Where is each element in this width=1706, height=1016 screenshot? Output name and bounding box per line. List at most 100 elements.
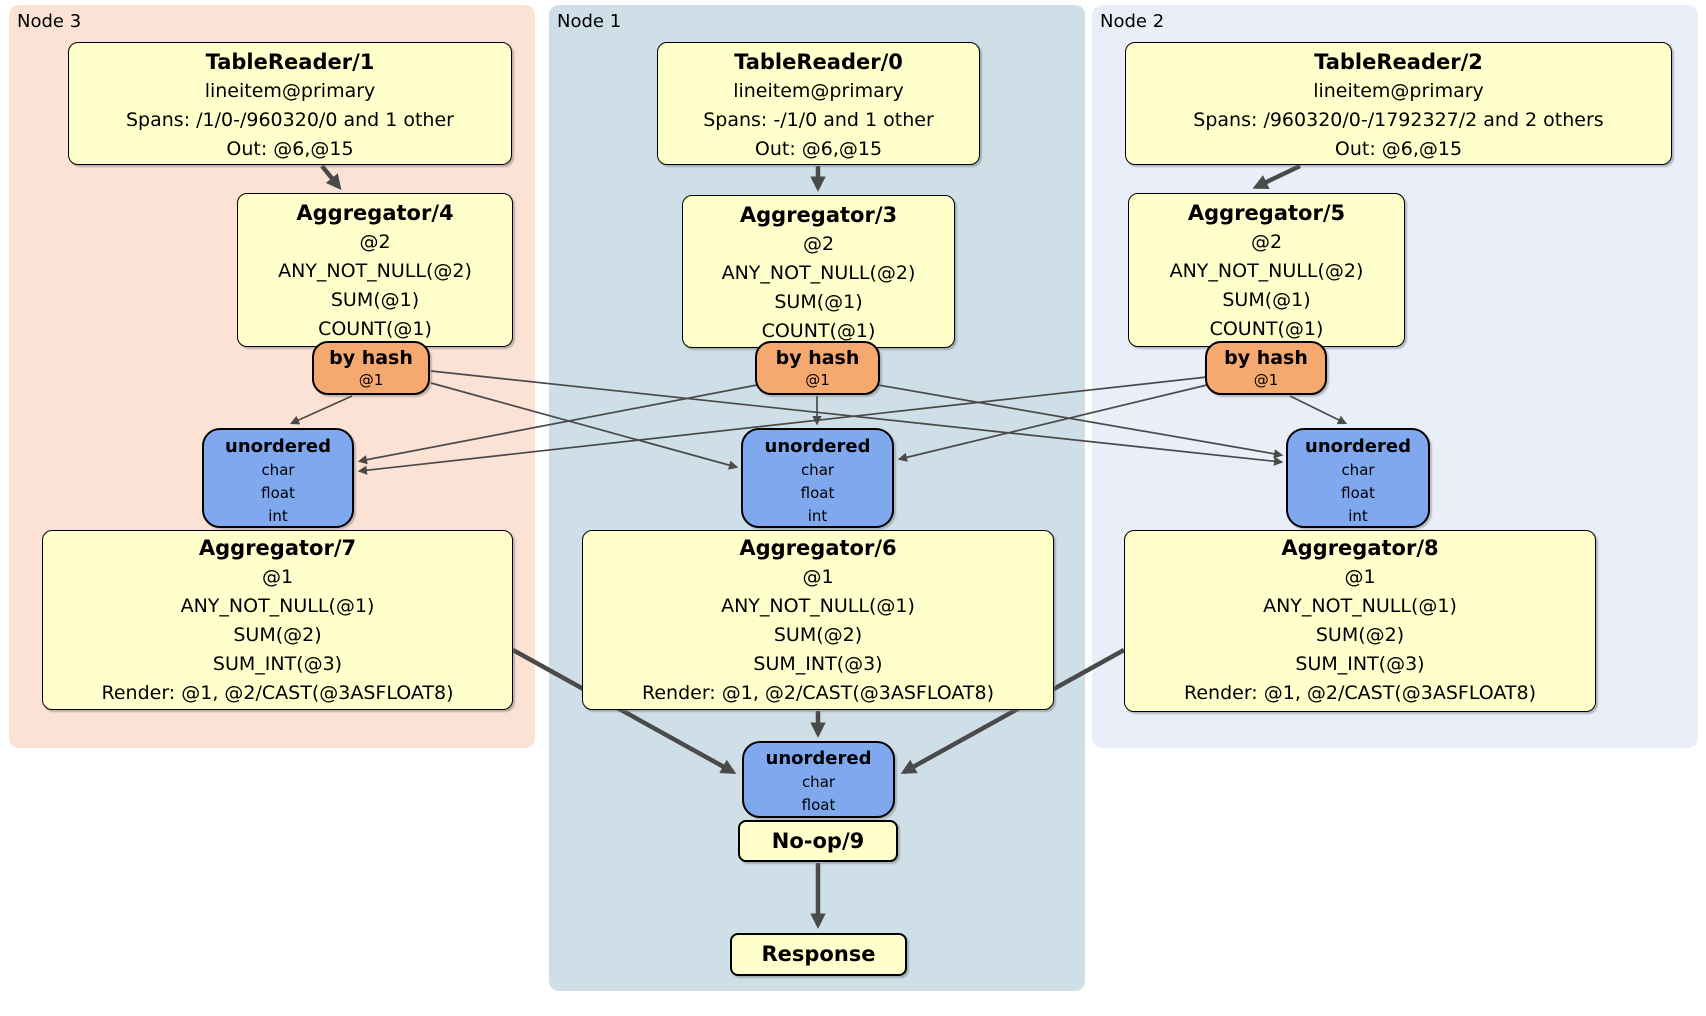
type-line: char — [1341, 461, 1375, 479]
edge-router1-sync2 — [877, 384, 1284, 459]
out-line: Out: @6,@15 — [754, 138, 883, 160]
tablereader-2-title: TableReader/2 — [1314, 50, 1483, 74]
fn-line: SUM(@1) — [330, 289, 420, 311]
fn-line: COUNT(@1) — [1209, 318, 1324, 340]
fn-line: SUM(@2) — [1315, 624, 1405, 646]
type-line: float — [261, 484, 295, 502]
type-line: int — [807, 507, 828, 525]
groupby-line: @1 — [802, 566, 834, 588]
edge-tablereader1-aggregator4 — [320, 164, 342, 190]
edge-router1-sync3 — [357, 384, 758, 465]
out-line: Out: @6,@15 — [1334, 138, 1463, 160]
out-line: Out: @6,@15 — [226, 138, 354, 160]
aggregator-6: Aggregator/6 @1 ANY_NOT_NULL(@1) SUM(@2)… — [582, 530, 1054, 710]
edge-router3-sync3 — [289, 395, 353, 425]
fn-line: COUNT(@1) — [318, 318, 432, 340]
edge-router2-sync1 — [897, 384, 1208, 462]
type-line: int — [1348, 507, 1368, 525]
fn-line: SUM(@2) — [233, 624, 322, 646]
tablereader-1: TableReader/1 lineitem@primary Spans: /1… — [68, 42, 512, 165]
aggregator-3-title: Aggregator/3 — [739, 203, 898, 227]
noop-9: No-op/9 — [738, 820, 898, 862]
fn-line: SUM(@1) — [774, 291, 863, 313]
groupby-line: @2 — [802, 233, 835, 255]
fn-line: SUM_INT(@3) — [1295, 653, 1425, 675]
edge-router3-sync1 — [430, 382, 739, 470]
aggregator-8-title: Aggregator/8 — [1281, 536, 1439, 560]
aggregator-3: Aggregator/3 @2 ANY_NOT_NULL(@2) SUM(@1)… — [682, 195, 955, 348]
stream-sync-title: unordered — [1305, 436, 1411, 457]
stream-sync-node1: unordered char float int — [741, 428, 894, 528]
type-line: float — [801, 796, 836, 814]
groupby-line: @2 — [359, 231, 391, 253]
index-line: lineitem@primary — [204, 80, 376, 102]
type-line: int — [268, 507, 288, 525]
edge-router2-sync3 — [357, 376, 1208, 475]
groupby-line: @2 — [1250, 231, 1283, 253]
tablereader-1-title: TableReader/1 — [205, 50, 375, 74]
fn-line: ANY_NOT_NULL(@2) — [721, 262, 916, 284]
fn-line: SUM_INT(@3) — [753, 653, 883, 675]
tablereader-0-title: TableReader/0 — [734, 50, 903, 74]
fn-line: ANY_NOT_NULL(@1) — [180, 595, 375, 617]
aggregator-6-title: Aggregator/6 — [739, 536, 897, 560]
type-line: char — [801, 773, 836, 791]
hash-router-columns: @1 — [1253, 371, 1279, 389]
node2-label: Node 2 — [1100, 11, 1165, 32]
aggregator-4-title: Aggregator/4 — [296, 201, 454, 225]
spans-line: Spans: /960320/0-/1792327/2 and 2 others — [1193, 109, 1604, 131]
fn-line: SUM_INT(@3) — [212, 653, 343, 675]
node3-label: Node 3 — [17, 11, 82, 32]
render-line: Render: @1, @2/CAST(@3ASFLOAT8) — [642, 682, 994, 704]
fn-line: SUM(@2) — [773, 624, 863, 646]
hash-router-columns: @1 — [805, 371, 830, 389]
edge-router2-sync2 — [1289, 395, 1348, 425]
response: Response — [730, 933, 907, 976]
hash-router-node3: by hash @1 — [312, 341, 430, 395]
aggregator-7-title: Aggregator/7 — [198, 536, 357, 560]
spans-line: Spans: -/1/0 and 1 other — [703, 109, 934, 131]
final-stream-sync: unordered char float — [742, 741, 895, 818]
node1-label: Node 1 — [557, 11, 622, 32]
fn-line: ANY_NOT_NULL(@1) — [1263, 595, 1457, 617]
type-line: float — [1341, 484, 1375, 502]
hash-router-title: by hash — [1224, 347, 1308, 369]
stream-sync-title: unordered — [225, 436, 331, 457]
index-line: lineitem@primary — [1313, 80, 1484, 102]
type-line: char — [261, 461, 295, 479]
edge-aggregator8-finalsync — [900, 648, 1126, 774]
groupby-line: @1 — [1344, 566, 1376, 588]
fn-line: ANY_NOT_NULL(@1) — [721, 595, 915, 617]
hash-router-node1: by hash @1 — [755, 341, 880, 395]
noop-9-title: No-op/9 — [771, 829, 865, 853]
aggregator-8: Aggregator/8 @1 ANY_NOT_NULL(@1) SUM(@2)… — [1124, 530, 1596, 712]
fn-line: ANY_NOT_NULL(@2) — [278, 260, 472, 282]
tablereader-2: TableReader/2 lineitem@primary Spans: /9… — [1125, 42, 1672, 165]
response-title: Response — [761, 942, 876, 966]
index-line: lineitem@primary — [733, 80, 904, 102]
fn-line: SUM(@1) — [1222, 289, 1311, 311]
stream-sync-node3: unordered char float int — [202, 428, 354, 528]
stream-sync-title: unordered — [765, 748, 872, 769]
aggregator-5-title: Aggregator/5 — [1187, 201, 1346, 225]
render-line: Render: @1, @2/CAST(@3ASFLOAT8) — [1184, 682, 1536, 704]
aggregator-7: Aggregator/7 @1 ANY_NOT_NULL(@1) SUM(@2)… — [42, 530, 513, 710]
type-line: float — [800, 484, 835, 502]
groupby-line: @1 — [261, 566, 294, 588]
hash-router-node2: by hash @1 — [1205, 341, 1327, 395]
fn-line: COUNT(@1) — [761, 320, 876, 342]
hash-router-columns: @1 — [358, 371, 384, 389]
hash-router-title: by hash — [329, 347, 413, 369]
hash-router-title: by hash — [775, 347, 860, 369]
edge-tablereader2-aggregator5 — [1252, 163, 1301, 190]
spans-line: Spans: /1/0-/960320/0 and 1 other — [126, 109, 454, 131]
aggregator-4: Aggregator/4 @2 ANY_NOT_NULL(@2) SUM(@1)… — [237, 193, 513, 347]
render-line: Render: @1, @2/CAST(@3ASFLOAT8) — [101, 682, 454, 704]
tablereader-0: TableReader/0 lineitem@primary Spans: -/… — [657, 42, 980, 165]
edge-aggregator7-finalsync — [511, 648, 737, 774]
stream-sync-node2: unordered char float int — [1286, 428, 1430, 528]
type-line: char — [800, 461, 835, 479]
aggregator-5: Aggregator/5 @2 ANY_NOT_NULL(@2) SUM(@1)… — [1128, 193, 1405, 347]
